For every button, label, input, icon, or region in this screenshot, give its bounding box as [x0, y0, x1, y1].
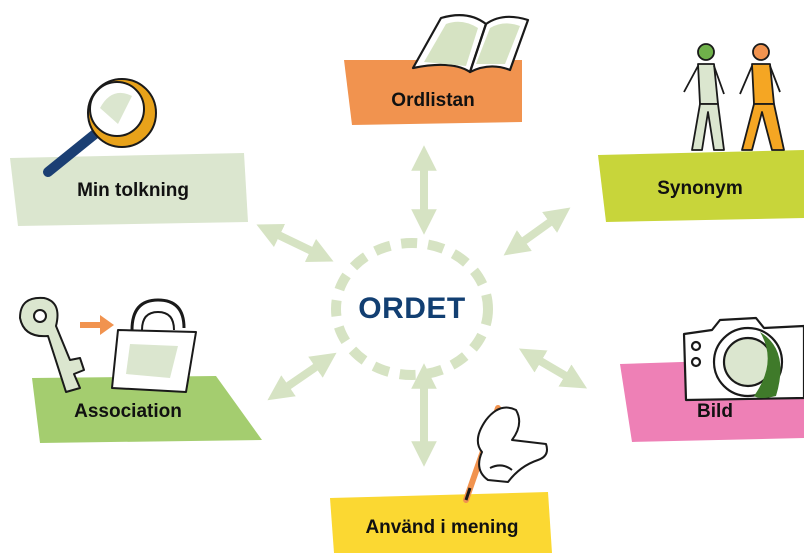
bild-label: Bild: [697, 401, 733, 422]
connector-arrows: [256, 145, 588, 467]
min-tolkning-label: Min tolkning: [77, 180, 189, 201]
ordlistan-label: Ordlistan: [391, 90, 475, 111]
camera-icon: [682, 316, 804, 402]
association-label: Association: [74, 401, 182, 422]
anvand-i-mening-panel: [330, 492, 552, 553]
arrow-synonym: [503, 207, 571, 256]
association-panel: [32, 376, 262, 443]
arrow-bild: [518, 348, 588, 389]
anvand-i-mening-label: Använd i mening: [365, 517, 519, 538]
ordlistan-panel: [344, 60, 522, 125]
walking-people-icon: [683, 43, 785, 151]
key-lock-icon: [19, 296, 197, 393]
arrow-min-tolkning: [256, 224, 334, 262]
arrow-association: [267, 352, 337, 401]
synonym-label: Synonym: [657, 178, 743, 199]
hand-writing-icon: [463, 405, 548, 503]
min-tolkning-panel: [10, 153, 248, 226]
synonym-panel: [598, 150, 804, 222]
magnifying-glass-icon: [43, 78, 157, 177]
open-book-icon: [411, 13, 530, 74]
center-word: ORDET: [358, 292, 466, 325]
